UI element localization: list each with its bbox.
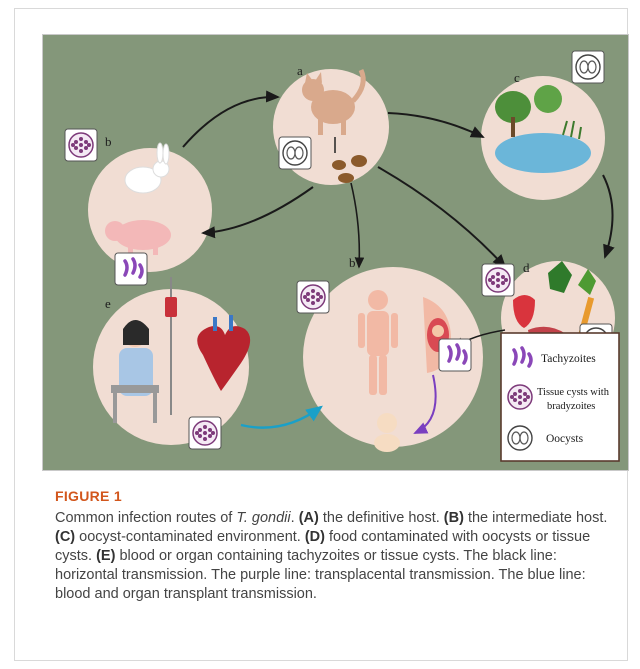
oocyst-callout-pond [572, 51, 604, 83]
caption-tag-d: (D) [305, 529, 325, 545]
panel-label-b-center: b [349, 255, 356, 270]
legend: Tachyzoites Tissue cysts with bradyzoite… [501, 333, 619, 461]
oocyst-callout-cat [279, 137, 311, 169]
cyst-callout-patient [189, 417, 221, 449]
caption-intro: Common infection routes of [55, 510, 236, 526]
panel-label-e: e [105, 296, 111, 311]
infection-routes-figure: a b c d b e Tachyzoites Tissue cysts wit… [42, 34, 629, 471]
caption-tag-c: (C) [55, 529, 75, 545]
caption-text-c: oocyst-contaminated environment. [75, 529, 305, 545]
figure-illustration: a b c d b e Tachyzoites Tissue cysts wit… [43, 35, 628, 470]
arrow-pond-to-food [603, 175, 613, 257]
caption-tag-b: (B) [444, 510, 464, 526]
tachyzoite-callout-patient [115, 253, 147, 285]
caption-text-e: blood or organ containing tachyzoites or… [55, 548, 586, 602]
caption-tag-e: (E) [96, 548, 115, 564]
arrow-cat-to-food [378, 167, 505, 267]
caption-text-b: the intermediate host. [464, 510, 607, 526]
arrow-rabbit-to-cat [183, 97, 278, 147]
caption-intro-end: . [291, 510, 299, 526]
arrow-cat-to-pig [203, 187, 313, 233]
figure-caption: FIGURE 1 Common infection routes of T. g… [55, 487, 615, 604]
cyst-callout-rabbit [65, 129, 97, 161]
cyst-callout-food [482, 264, 514, 296]
panel-label-b-left: b [105, 134, 112, 149]
panel-label-a: a [297, 63, 303, 78]
figure-label: FIGURE 1 [55, 487, 615, 506]
arrow-transplant [241, 407, 321, 428]
caption-body: Common infection routes of T. gondii. (A… [55, 509, 615, 604]
cyst-callout-human [297, 281, 329, 313]
legend-tissue-cysts-icon [508, 385, 532, 409]
legend-tissue-cysts-label-2: bradyzoites [547, 401, 595, 412]
legend-oocysts-label: Oocysts [546, 433, 584, 445]
panel-label-c: c [514, 70, 520, 85]
arrow-cat-to-pond [388, 113, 483, 137]
caption-text-a: the definitive host. [319, 510, 444, 526]
legend-tachyzoites-label: Tachyzoites [541, 353, 596, 365]
panel-label-d: d [523, 260, 530, 275]
bubble-rabbit-pig [88, 148, 212, 272]
figure-card: a b c d b e Tachyzoites Tissue cysts wit… [14, 8, 628, 661]
tachyzoite-callout-human [439, 339, 471, 371]
legend-tissue-cysts-label-1: Tissue cysts with [537, 387, 610, 398]
caption-tag-a: (A) [299, 510, 319, 526]
caption-species: T. gondii [236, 510, 290, 526]
legend-oocysts-icon [508, 426, 532, 450]
